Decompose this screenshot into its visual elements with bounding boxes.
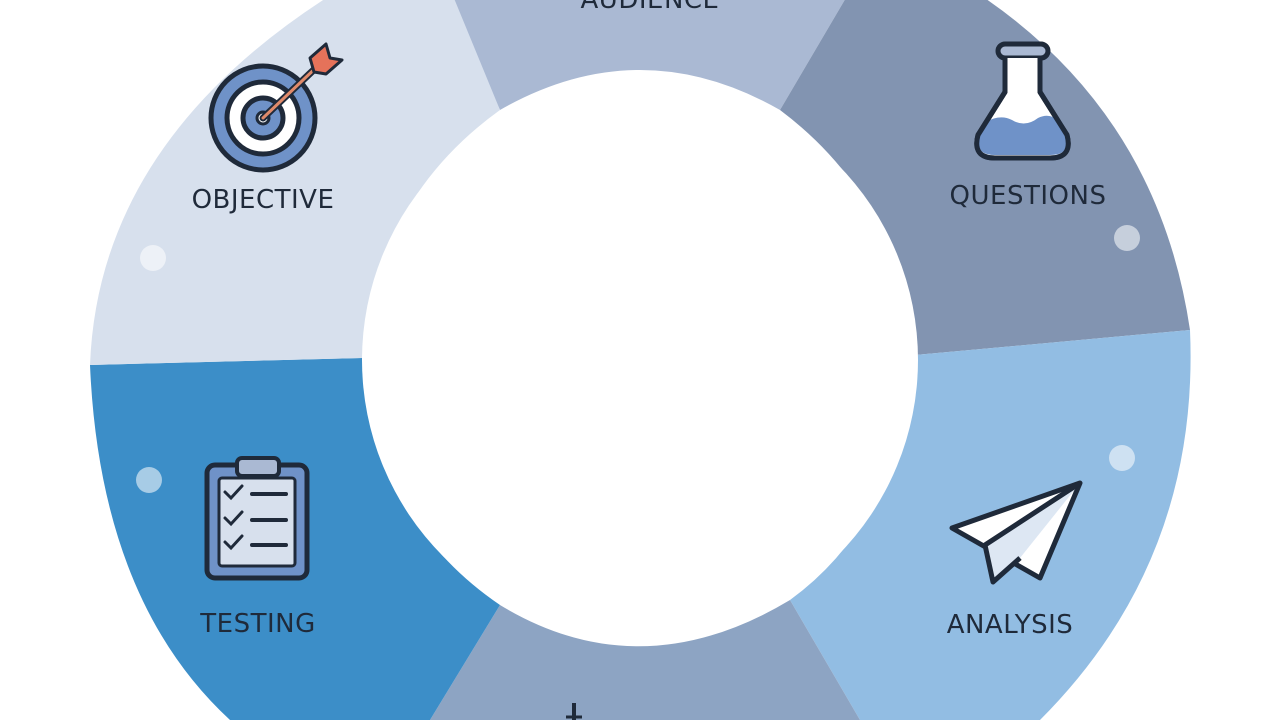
label-testing: TESTING bbox=[199, 609, 315, 639]
decorative-dot bbox=[1114, 225, 1140, 251]
segment-questions bbox=[780, 0, 1190, 355]
label-questions: QUESTIONS bbox=[950, 181, 1107, 211]
paper-plane-icon bbox=[949, 480, 1083, 585]
label-objective: OBJECTIVE bbox=[192, 185, 335, 215]
segment-objective bbox=[90, 0, 500, 365]
label-audience: AUDIENCE bbox=[581, 0, 720, 15]
decorative-dot bbox=[140, 245, 166, 271]
segment-bottom bbox=[430, 600, 860, 720]
center-circle bbox=[362, 82, 918, 638]
segment-audience bbox=[448, 0, 845, 110]
flask-icon bbox=[974, 41, 1071, 161]
bottom-segment-icon bbox=[566, 703, 582, 720]
label-analysis: ANALYSIS bbox=[947, 610, 1074, 640]
target-arrow-icon bbox=[208, 42, 344, 173]
decorative-dot bbox=[1109, 445, 1135, 471]
clipboard-checklist-icon bbox=[204, 456, 310, 581]
decorative-dot bbox=[136, 467, 162, 493]
